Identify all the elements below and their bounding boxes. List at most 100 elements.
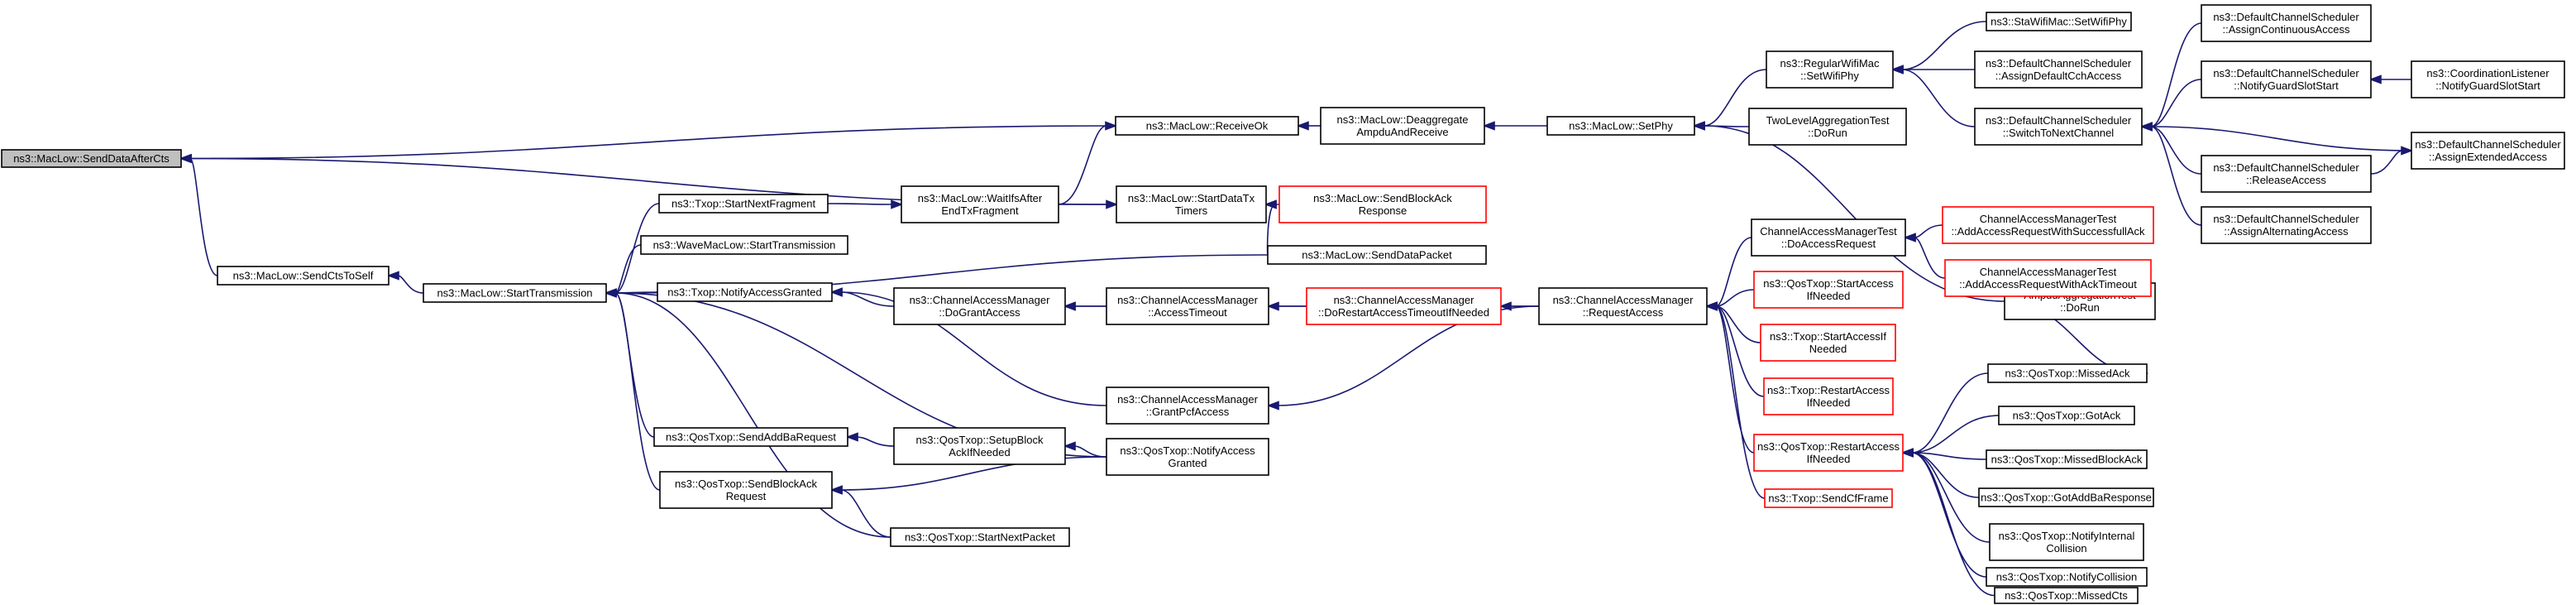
- node-box: [1989, 523, 2144, 561]
- edge-n40-to-n36: [1900, 448, 1987, 460]
- edge-line: [1715, 305, 1755, 454]
- node-label-line: ns3::MacLow::ReceiveOk: [1146, 120, 1269, 132]
- node-ns3-defaultchannelscheduler-assignextendedaccess[interactable]: ns3::DefaultChannelScheduler::AssignExte…: [2411, 132, 2565, 170]
- node-box: [1994, 587, 2139, 604]
- edge-line: [614, 244, 642, 294]
- node-label-line: ns3::QosTxop::GotAddBaResponse: [1981, 492, 2152, 504]
- node-ns3-qostxop-missedblockack[interactable]: ns3::QosTxop::MissedBlockAck: [1986, 449, 2148, 469]
- edge-n27-to-n26: [1266, 301, 1307, 311]
- edge-line: [2150, 22, 2202, 127]
- edge-line: [1715, 305, 1765, 397]
- node-ns3-channelaccessmanager-accesstimeout[interactable]: ns3::ChannelAccessManager::AccessTimeout: [1106, 287, 1269, 325]
- node-ns3-defaultchannelscheduler-assigndefaultcchaccess[interactable]: ns3::DefaultChannelScheduler::AssignDefa…: [1974, 50, 2143, 89]
- node-ns3-regularwifimac-setwifiphy[interactable]: ns3::RegularWifiMac::SetWifiPhy: [1766, 50, 1894, 89]
- node-ns3-txop-startnextfragment[interactable]: ns3::Txop::StartNextFragment: [658, 194, 829, 214]
- edge-n2-to-n1: [1296, 121, 1321, 131]
- node-box: [640, 235, 848, 255]
- edge-line: [856, 436, 895, 447]
- node-ns3-txop-sendcfframe[interactable]: ns3::Txop::SendCfFrame: [1764, 488, 1893, 508]
- node-ns3-channelaccessmanager-requestaccess[interactable]: ns3::ChannelAccessManager::RequestAccess: [1538, 287, 1708, 325]
- node-ns3-defaultchannelscheduler-assigncontinuousaccess[interactable]: ns3::DefaultChannelScheduler::AssignCont…: [2201, 4, 2372, 42]
- node-label-line: ns3::QosTxop::RestartAccess: [1757, 440, 1900, 453]
- edge-n1-to-n0: [179, 125, 1116, 164]
- node-ns3-txop-notifyaccessgranted[interactable]: ns3::Txop::NotifyAccessGranted: [657, 282, 833, 302]
- edge-n44-to-n36: [1900, 448, 1995, 597]
- node-label-line: ns3::ChannelAccessManager: [1553, 294, 1694, 306]
- node-label-line: ns3::DefaultChannelScheduler: [2213, 161, 2359, 174]
- node-ns3-maclow-senddatapacket[interactable]: ns3::MacLow::SendDataPacket: [1267, 245, 1487, 265]
- edge-n37-to-n29: [1704, 301, 1766, 499]
- arrowhead-icon: [1106, 199, 1119, 209]
- node-box: [1763, 377, 1894, 415]
- node-label-line: TwoLevelAggregationTest: [1766, 114, 1890, 127]
- node-ns3-maclow-sendctstoself[interactable]: ns3::MacLow::SendCtsToSelf: [217, 266, 390, 286]
- edge-n28-to-n24: [829, 287, 1107, 406]
- node-box: [1986, 449, 2148, 469]
- node-label-line: ns3::DefaultChannelScheduler: [2213, 213, 2359, 225]
- node-ns3-qostxop-gotaddbaresponse[interactable]: ns3::QosTxop::GotAddBaResponse: [1978, 487, 2154, 507]
- node-label-line: ::AssignDefaultCchAccess: [1995, 70, 2122, 82]
- node-ns3-maclow-setphy[interactable]: ns3::MacLow::SetPhy: [1546, 116, 1695, 136]
- node-ns3-wavemaclow-starttransmission[interactable]: ns3::WaveMacLow::StartTransmission: [640, 235, 848, 255]
- node-ns3-defaultchannelscheduler-assignalternatingaccess[interactable]: ns3::DefaultChannelScheduler::AssignAlte…: [2201, 206, 2372, 244]
- node-ns3-qostxop-missedcts[interactable]: ns3::QosTxop::MissedCts: [1994, 587, 2139, 604]
- edge-line: [2150, 79, 2202, 127]
- node-label-line: ns3::ChannelAccessManager: [1117, 294, 1258, 306]
- node-box: [1546, 116, 1695, 136]
- node-ns3-channelaccessmanager-dorestartaccesstimeoutifneeded[interactable]: ns3::ChannelAccessManager::DoRestartAcce…: [1306, 287, 1502, 325]
- node-channelaccessmanagertest-doaccessrequest[interactable]: ChannelAccessManagerTest::DoAccessReques…: [1751, 218, 1906, 257]
- edge-line: [1901, 21, 1987, 70]
- node-box: [1766, 50, 1894, 89]
- arrowhead-icon: [845, 432, 858, 442]
- node-ns3-qostxop-notifycollision[interactable]: ns3::QosTxop::NotifyCollision: [1986, 567, 2148, 587]
- node-twolevelaggregationtest-dorun[interactable]: TwoLevelAggregationTest::DoRun: [1748, 108, 1907, 146]
- node-channelaccessmanagertest-addaccessrequestwithsuccessfullack[interactable]: ChannelAccessManagerTest::AddAccessReque…: [1942, 206, 2154, 244]
- node-box: [1753, 434, 1904, 472]
- node-ns3-defaultchannelscheduler-notifyguardslotstart[interactable]: ns3::DefaultChannelScheduler::NotifyGuar…: [2201, 60, 2372, 98]
- edge-line: [189, 157, 218, 276]
- arrowhead-icon: [1105, 121, 1118, 131]
- node-ns3-coordinationlistener-notifyguardslotstart[interactable]: ns3::CoordinationListener::NotifyGuardSl…: [2411, 60, 2565, 98]
- arrowhead-icon: [1482, 121, 1495, 131]
- node-label-line: ns3::MacLow::WaitIfsAfter: [918, 192, 1043, 204]
- node-channelaccessmanagertest-addaccessrequestwithacktimeout[interactable]: ChannelAccessManagerTest::AddAccessReque…: [1944, 259, 2152, 297]
- node-ns3-defaultchannelscheduler-releaseaccess[interactable]: ns3::DefaultChannelScheduler::ReleaseAcc…: [2201, 155, 2372, 193]
- node-ns3-qostxop-notifyaccessgranted[interactable]: ns3::QosTxop::NotifyAccessGranted: [1106, 438, 1269, 476]
- node-label-line: ns3::MacLow::Deaggregate: [1337, 113, 1469, 126]
- node-ns3-maclow-senddataaftercts[interactable]: ns3::MacLow::SendDataAfterCts: [1, 149, 182, 168]
- arrowhead-icon: [1266, 301, 1279, 311]
- node-ns3-qostxop-missedack[interactable]: ns3::QosTxop::MissedAck: [1987, 363, 2148, 383]
- node-label-line: ns3::Txop::NotifyAccessGranted: [667, 286, 821, 299]
- node-label-line: ::NotifyGuardSlotStart: [2234, 79, 2339, 92]
- node-ns3-qostxop-gotack[interactable]: ns3::QosTxop::GotAck: [1998, 406, 2135, 425]
- node-ns3-stawifimac-setwifiphy[interactable]: ns3::StaWifiMac::SetWifiPhy: [1986, 12, 2132, 31]
- edge-line: [1911, 452, 1995, 597]
- edge-n49-to-n48: [829, 485, 891, 538]
- node-ns3-channelaccessmanager-dograntaccess[interactable]: ns3::ChannelAccessManager::DoGrantAccess: [893, 287, 1066, 325]
- arrowhead-icon: [1704, 301, 1718, 311]
- node-label-line: Collision: [2046, 542, 2086, 555]
- node-ns3-channelaccessmanager-grantpcfaccess[interactable]: ns3::ChannelAccessManager::GrantPcfAcces…: [1106, 387, 1269, 425]
- node-ns3-qostxop-sendaddbarequest[interactable]: ns3::QosTxop::SendAddBaRequest: [653, 427, 848, 447]
- node-ns3-maclow-receiveok[interactable]: ns3::MacLow::ReceiveOk: [1115, 116, 1299, 136]
- node-box: [217, 266, 390, 286]
- node-ns3-defaultchannelscheduler-switchtonextchannel[interactable]: ns3::DefaultChannelScheduler::SwitchToNe…: [1974, 108, 2143, 146]
- node-ns3-maclow-starttransmission[interactable]: ns3::MacLow::StartTransmission: [423, 283, 607, 303]
- node-box: [2201, 60, 2372, 98]
- node-ns3-qostxop-startnextpacket[interactable]: ns3::QosTxop::StartNextPacket: [890, 527, 1070, 547]
- node-label-line: ::AssignContinuousAccess: [2223, 23, 2350, 36]
- node-label-line: ns3::QosTxop::SendBlockAck: [675, 478, 817, 490]
- node-label-line: Needed: [1809, 343, 1847, 355]
- node-label-line: ns3::DefaultChannelScheduler: [1986, 57, 2132, 70]
